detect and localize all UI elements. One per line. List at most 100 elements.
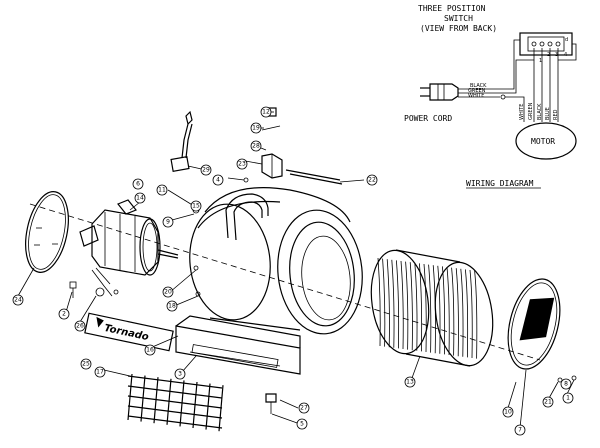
fan-blade: [419, 263, 423, 352]
fan-blade: [465, 269, 469, 358]
fan-blade: [474, 270, 478, 359]
filter-grid-col: [179, 380, 185, 427]
motor-wire-black: BLACK: [537, 103, 543, 120]
callout-number: 11: [158, 187, 166, 194]
logo-icon: [96, 316, 104, 328]
fan-blade: [382, 258, 386, 347]
callout-number: 15: [192, 203, 200, 210]
filter-grid-row: [127, 375, 223, 389]
svg-text:d: d: [565, 37, 568, 43]
callout-number: 9: [166, 219, 170, 226]
callout-number: 13: [406, 379, 414, 386]
fan-blade: [446, 266, 450, 356]
callout-25: 25: [80, 358, 92, 370]
callout-number: 5: [300, 421, 304, 428]
callout-number: 19: [252, 125, 260, 132]
fan-blade: [432, 265, 436, 354]
wiring-diagram: THREE POSITION SWITCH (VIEW FROM BACK) d…: [404, 4, 577, 189]
callout-16: 16: [144, 344, 156, 356]
motor-label: MOTOR: [531, 137, 555, 146]
callout-21: 21: [542, 396, 554, 408]
callout-28: 28: [250, 140, 262, 152]
callout-15: 15: [190, 200, 202, 212]
filter-grid-row: [127, 405, 223, 419]
callout-13: 13: [404, 376, 416, 388]
fan-blade: [386, 259, 390, 348]
callout-number: 29: [202, 167, 210, 174]
callout-number: 14: [136, 195, 144, 202]
motor-symbol: [515, 122, 577, 160]
motor-wire-white: WHITE: [519, 104, 525, 120]
logo-text: Tornado: [103, 323, 150, 343]
callout-4: 4: [212, 174, 224, 186]
callout-number: 22: [368, 177, 376, 184]
filter-grid-col: [127, 373, 133, 421]
motor-assembly: [79, 199, 179, 297]
callout-27: 27: [298, 402, 310, 414]
callout-number: 7: [518, 427, 522, 434]
callout-26: 26: [74, 320, 86, 332]
front-grille: [507, 278, 561, 370]
motor-wire-red: RED: [553, 109, 559, 120]
switch-title-line-3: (VIEW FROM BACK): [420, 24, 497, 33]
callout-number: 20: [164, 289, 172, 296]
callout-number: 6: [136, 181, 140, 188]
filter-grid-col: [192, 381, 198, 429]
callout-24: 24: [12, 294, 24, 306]
fan-blade: [391, 259, 395, 348]
callout-number: 28: [252, 143, 260, 150]
callout-number: 27: [300, 405, 308, 412]
fan-blade: [409, 262, 413, 351]
callout-19: 19: [250, 122, 262, 134]
fan-blade: [442, 266, 446, 355]
terminal-1: 1: [539, 58, 542, 64]
callout-23: 23: [236, 158, 248, 170]
cord-wire-black: BLACK: [470, 83, 487, 89]
blower-housing: [175, 187, 363, 375]
handle-rod: [285, 169, 343, 185]
motor-wire-green: GREEN: [528, 102, 534, 120]
callout-number: 21: [544, 399, 552, 406]
callout-22: 22: [366, 174, 378, 186]
fan-blade: [405, 261, 409, 350]
terminal-3: 3: [555, 52, 558, 58]
power-plug: [420, 83, 459, 101]
tornado-logo-plate: Tornado: [84, 312, 174, 352]
callout-17: 17: [94, 366, 106, 378]
cord-wire-green: GREEN: [468, 88, 486, 94]
callout-29: 29: [200, 164, 212, 176]
callout-number: 1: [566, 395, 570, 402]
callout-number: 2: [62, 311, 66, 318]
leader-lines: [17, 111, 575, 429]
fan-blade: [400, 260, 404, 350]
fan-blade: [437, 265, 441, 354]
fan-blade: [423, 263, 427, 353]
switch-inner: [527, 36, 565, 52]
callout-number: 10: [504, 409, 512, 416]
callout-1: 1: [562, 392, 574, 404]
filter-grid-row: [127, 395, 223, 409]
terminal-4: 4: [564, 52, 567, 58]
callout-number: 26: [76, 323, 84, 330]
cord-wire-white: WHITE: [468, 93, 484, 99]
callout-9: 9: [162, 216, 174, 228]
filter-grid-row: [127, 415, 223, 429]
switch-title-line-1: THREE POSITION: [418, 4, 486, 13]
fan-blade: [377, 257, 381, 347]
callout-8: 8: [560, 378, 572, 390]
fan-blade: [396, 260, 400, 349]
filter-grid: [127, 373, 224, 432]
assembly-axis: [29, 203, 541, 361]
fan-blade: [428, 264, 432, 353]
callout-3: 3: [174, 368, 186, 380]
callout-number: 8: [564, 381, 568, 388]
callout-10: 10: [502, 406, 514, 418]
callout-5: 5: [296, 418, 308, 430]
filter-grid-col: [140, 375, 146, 422]
filter-grid-col: [166, 378, 172, 425]
callout-number: 12: [262, 109, 270, 116]
callout-7: 7: [514, 424, 526, 436]
filter-grid-col: [218, 385, 224, 432]
rear-grille-disc: [25, 191, 69, 273]
